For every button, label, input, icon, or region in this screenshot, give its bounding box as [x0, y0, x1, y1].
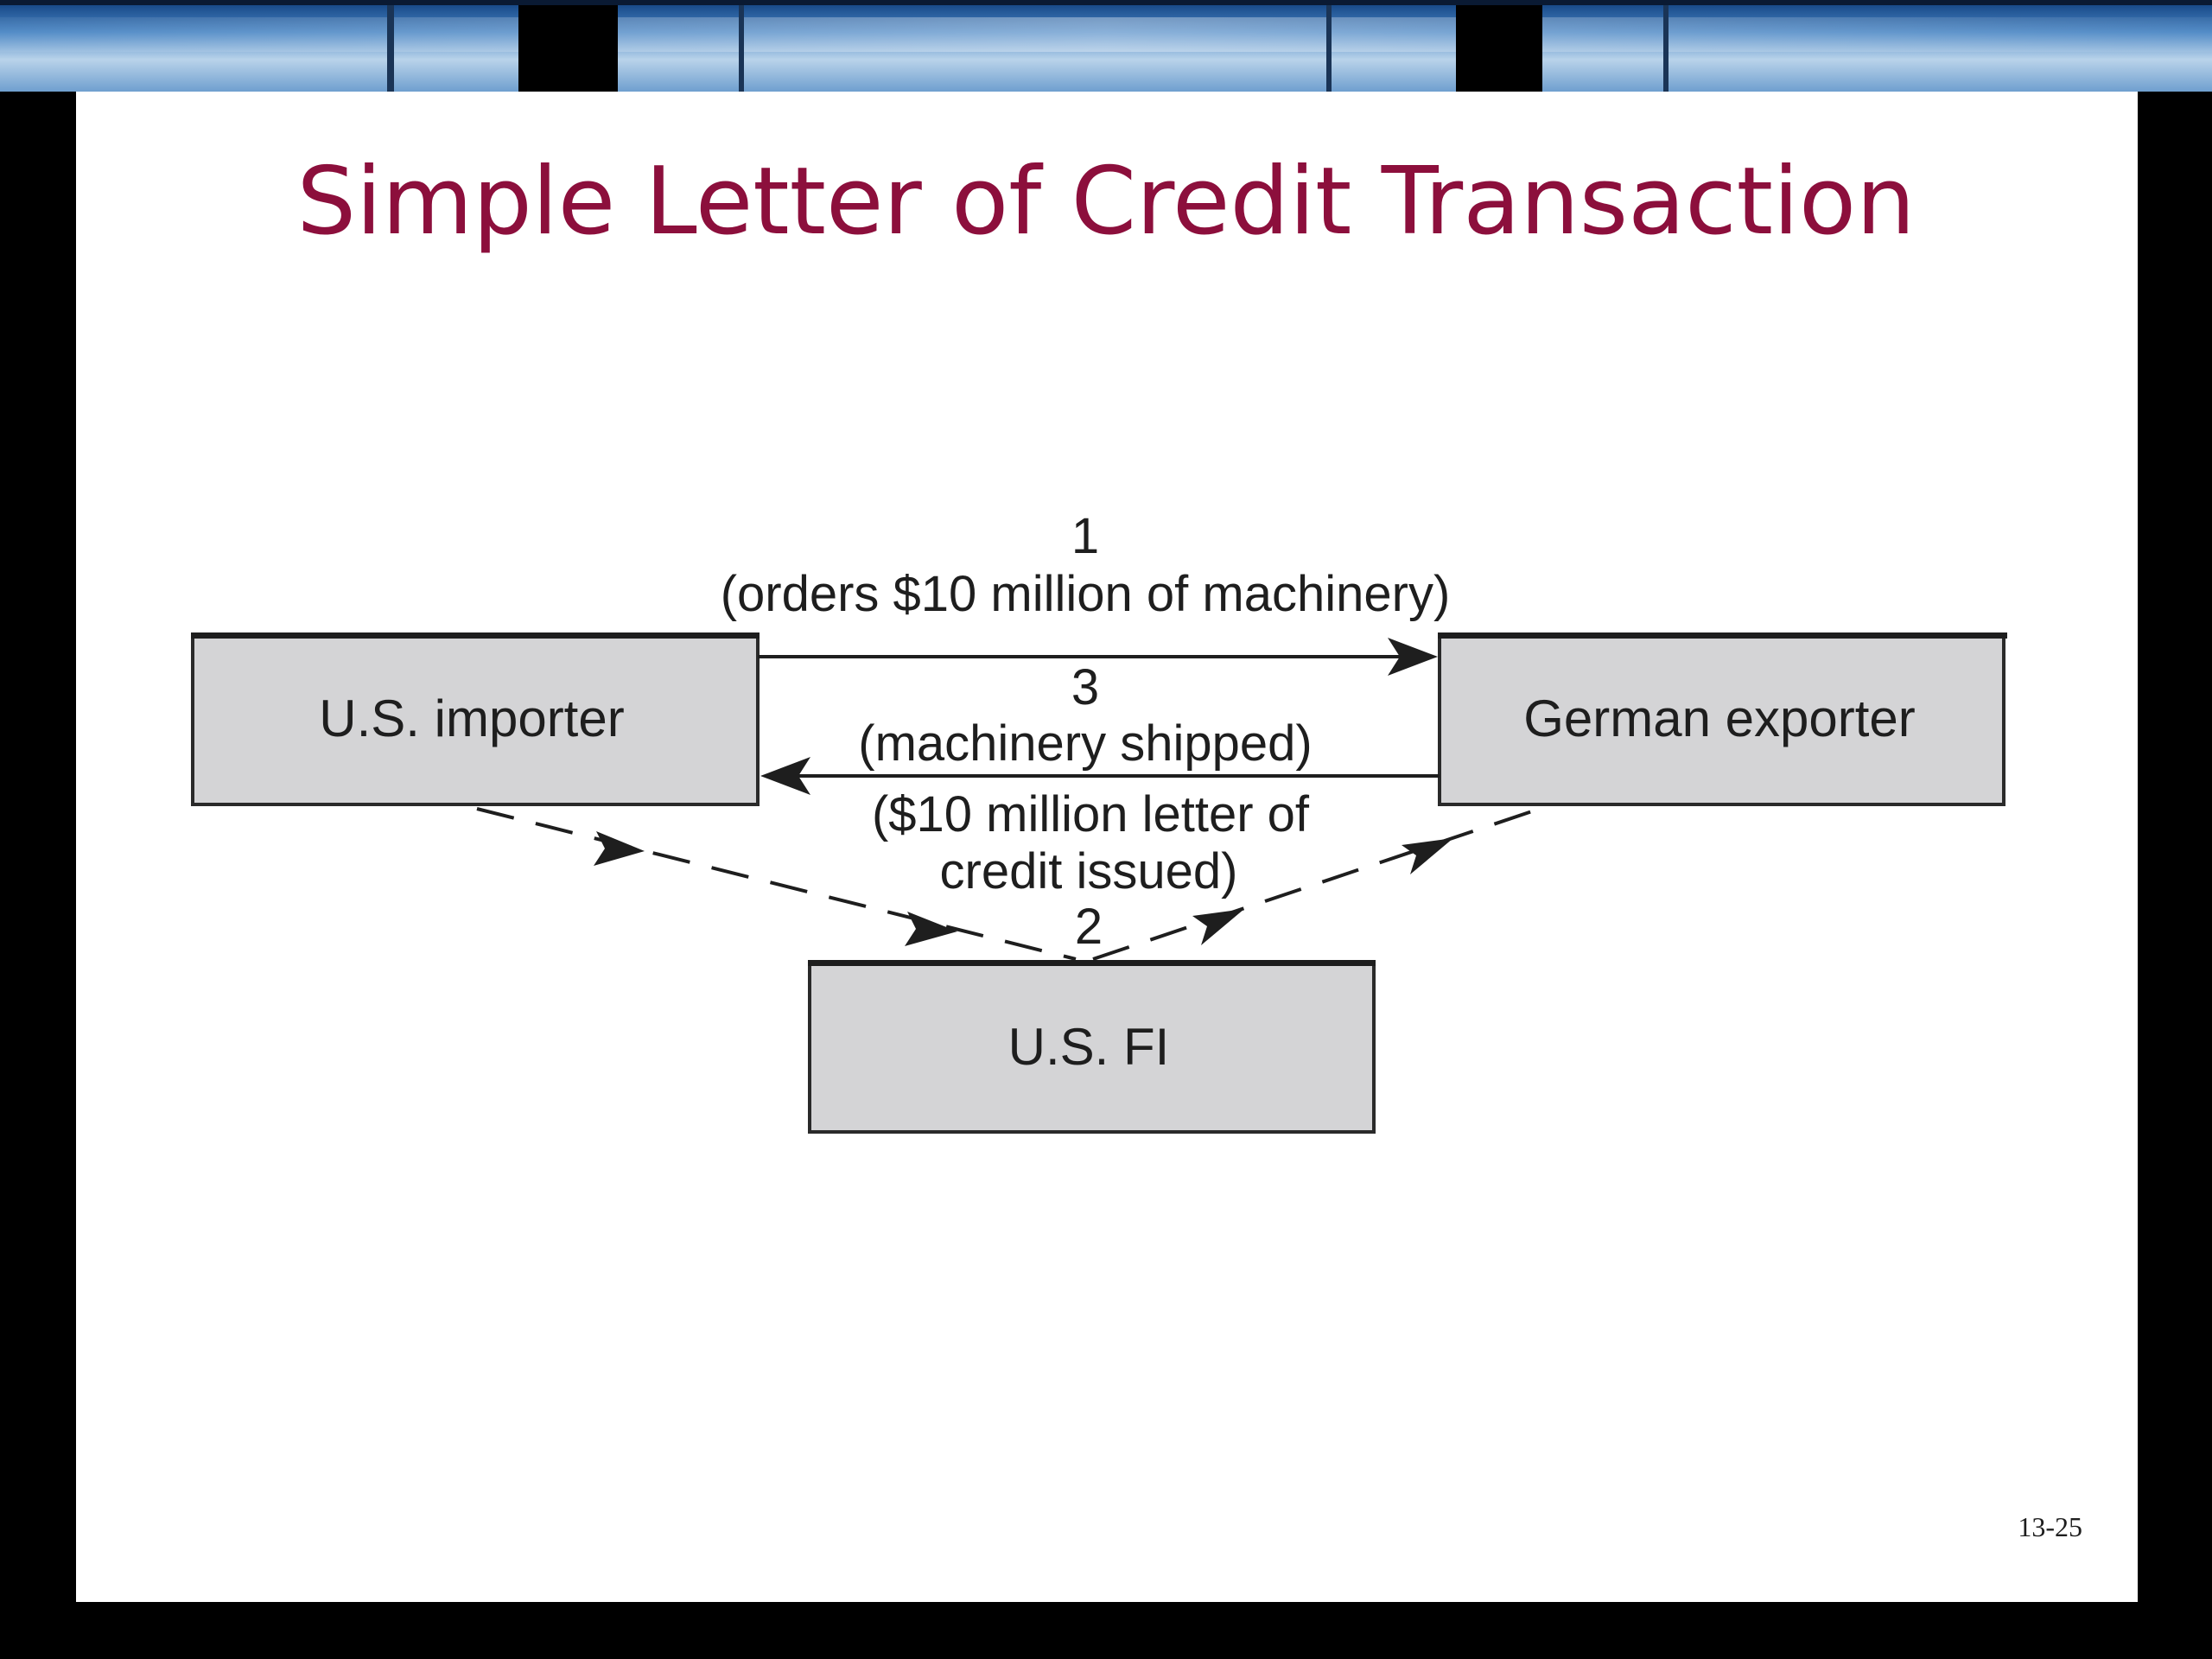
- lc-request-arrow: [476, 807, 1077, 961]
- slide-title: Simple Letter of Credit Transaction: [296, 148, 1915, 256]
- shipment-label: (machinery shipped): [858, 715, 1312, 772]
- header-banner-image: [0, 0, 2212, 92]
- order-step-number: 1: [1071, 508, 1099, 564]
- lc-label-line1: ($10 million letter of: [872, 786, 1310, 842]
- exporter-node: German exporter: [1438, 632, 2007, 806]
- page-number: 13-25: [2018, 1511, 2082, 1542]
- importer-label: U.S. importer: [319, 690, 624, 747]
- lc-issued-arrow: [1092, 807, 1541, 961]
- fi-label: U.S. FI: [1008, 1018, 1170, 1076]
- order-arrow: [758, 638, 1438, 676]
- importer-node: U.S. importer: [191, 632, 760, 806]
- lc-step-number: 2: [1075, 899, 1103, 955]
- shipment-step-number: 3: [1071, 659, 1099, 715]
- shipment-arrow: [760, 757, 1440, 795]
- lc-label-line2: credit issued): [940, 843, 1238, 899]
- fi-node: U.S. FI: [808, 960, 1376, 1134]
- slide-body: [76, 92, 2138, 1602]
- order-label: (orders $10 million of machinery): [721, 566, 1451, 622]
- exporter-label: German exporter: [1523, 690, 1916, 747]
